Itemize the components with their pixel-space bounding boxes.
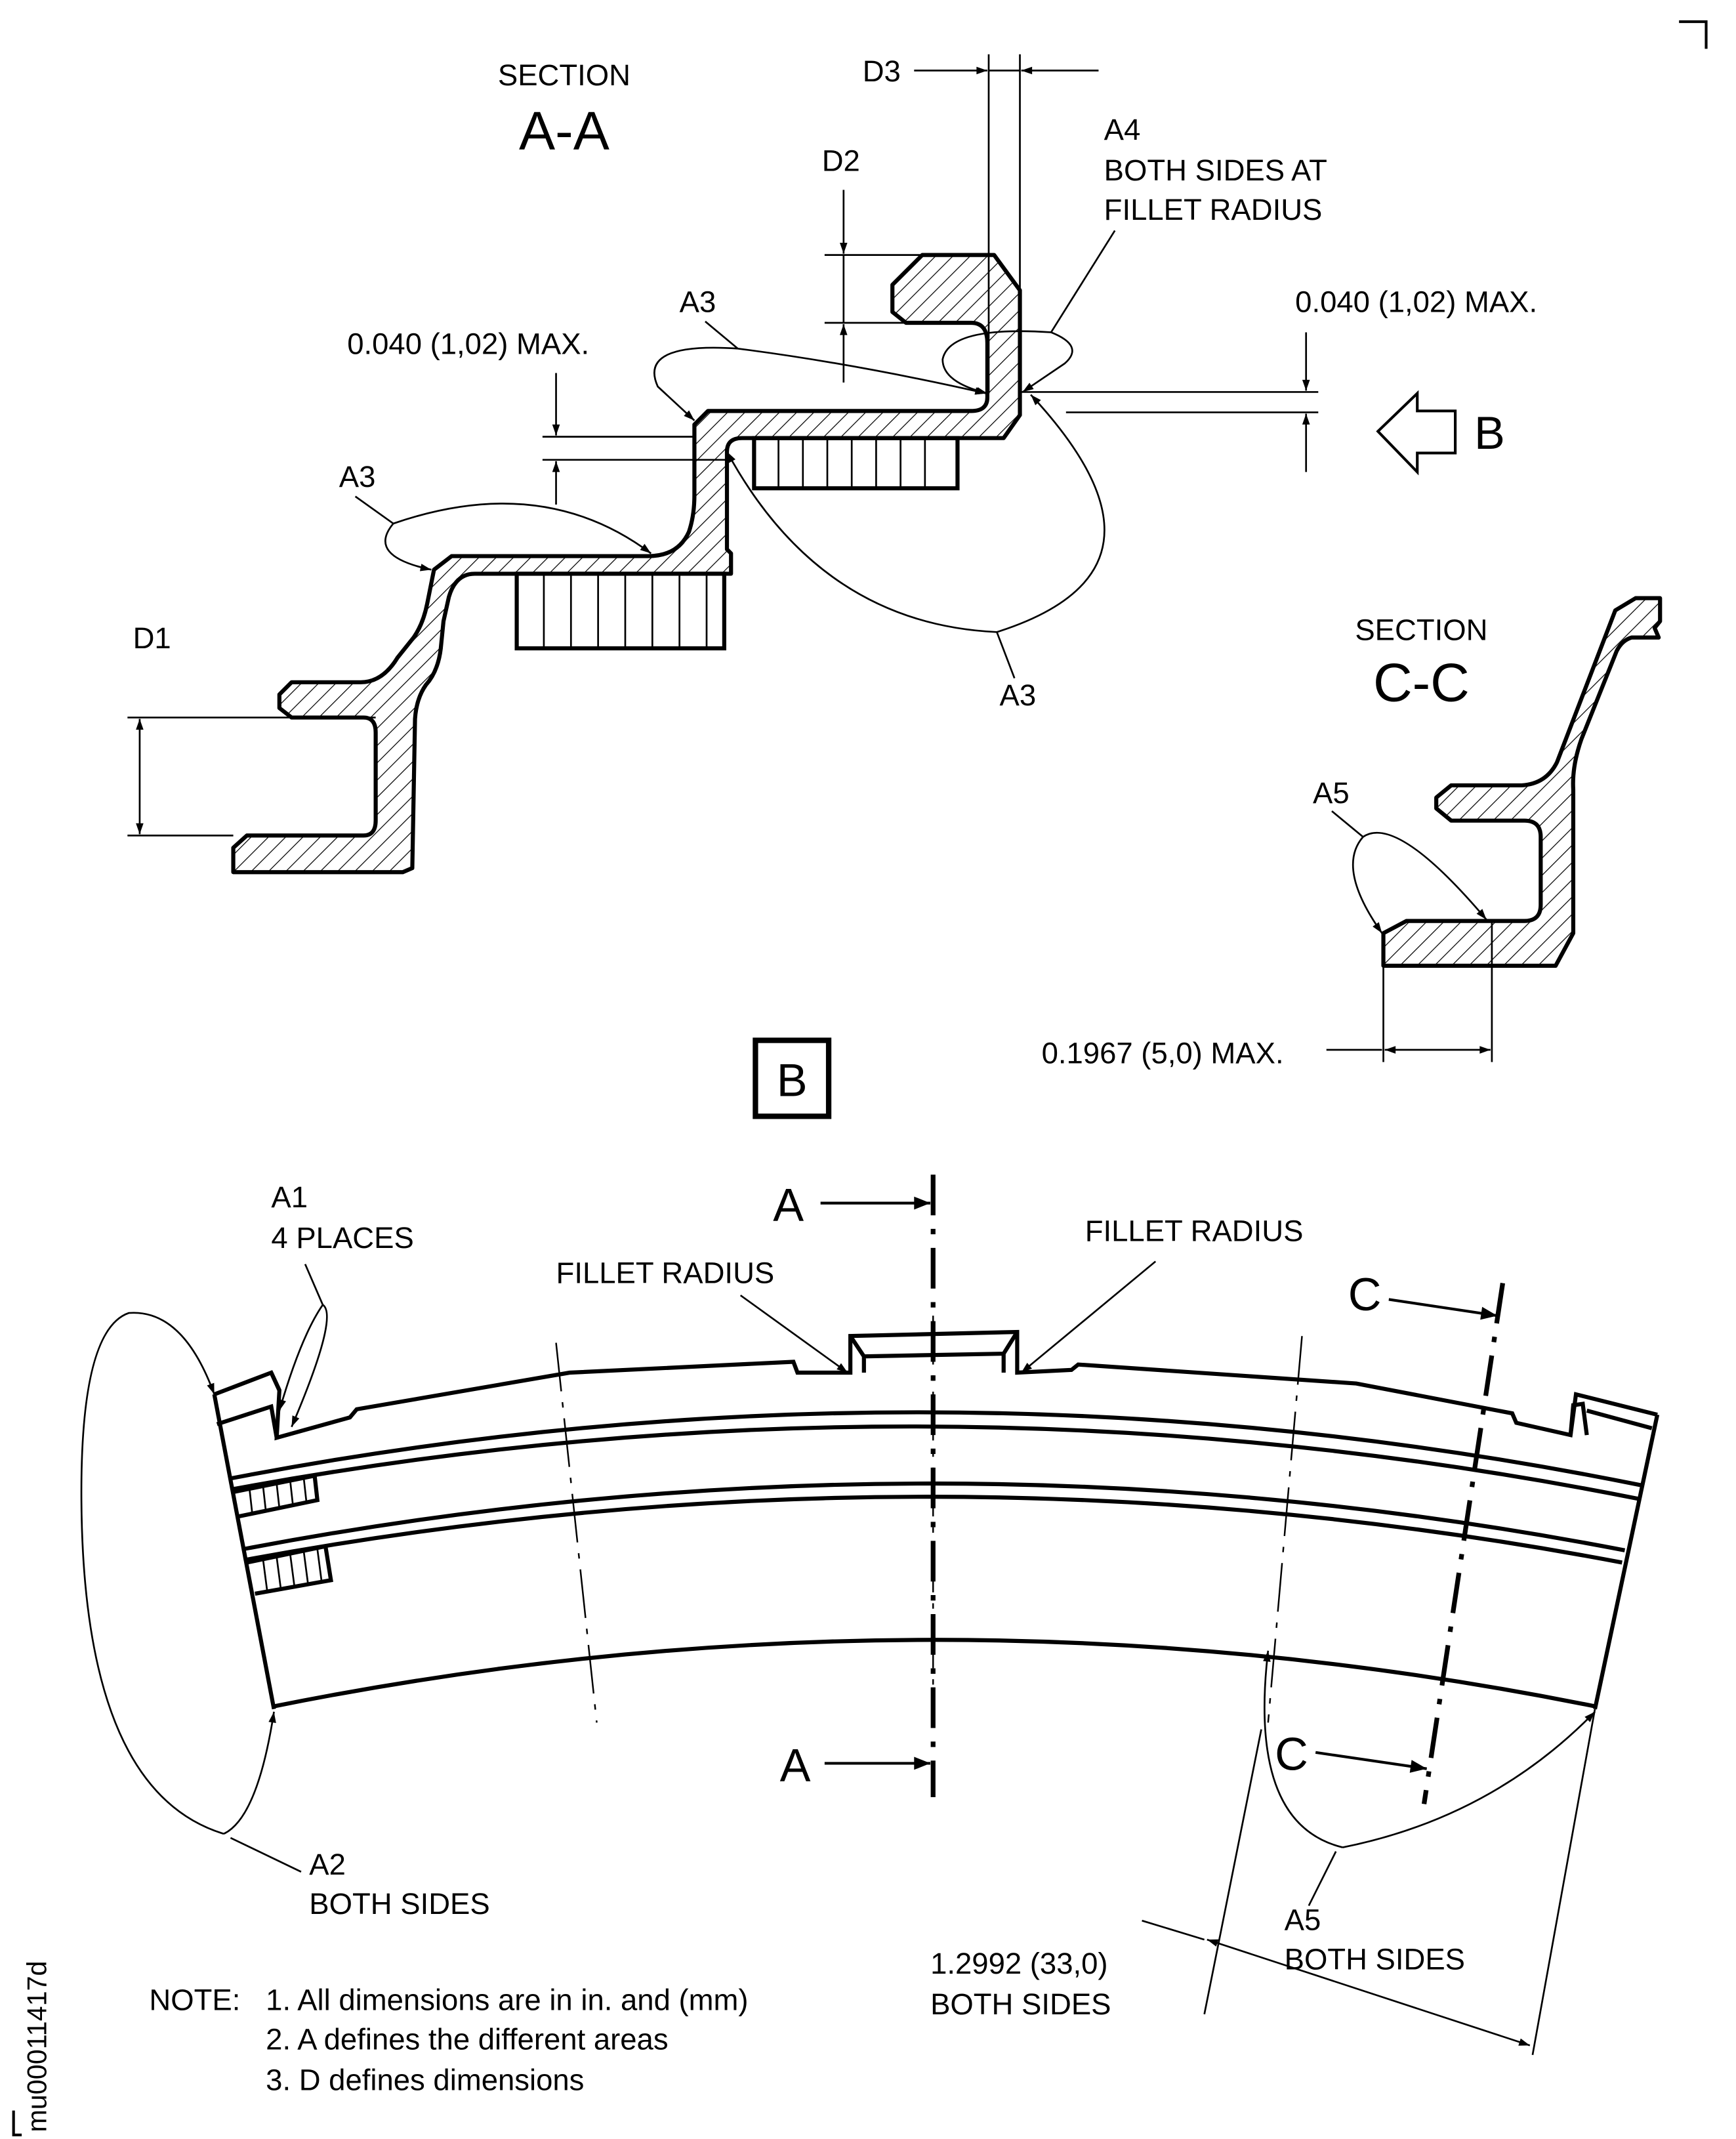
d2-label: D2 (822, 144, 860, 177)
drawing-id-label: mu00011417d (22, 1961, 52, 2132)
a5-cc-label: A5 (1313, 776, 1350, 810)
width-label-line2: BOTH SIDES (930, 1987, 1111, 2021)
profile-aa (231, 253, 1022, 875)
rail-1a (230, 1410, 1642, 1487)
max-dim-left-ext (542, 436, 728, 461)
a5-label-line2: BOTH SIDES (1285, 1943, 1465, 1976)
a5-leader (1308, 1851, 1337, 1907)
a5-loop-right (1342, 1711, 1596, 1848)
width-label-line1: 1.2992 (33,0) (930, 1947, 1107, 1980)
section-aa-view: SECTION A-A D1 D2 D3 0.040 (1,0 (127, 54, 1537, 875)
max-dim-right-ext (1021, 391, 1319, 413)
view-b-arrow-label: B (1474, 407, 1505, 459)
a5-label-line1: A5 (1285, 1903, 1321, 1937)
section-aa-name: A-A (519, 100, 610, 161)
a5-cc-loop (1352, 836, 1383, 934)
a2-loop-upper (80, 1312, 224, 1835)
notes-block: NOTE: 1. All dimensions are in in. and (… (149, 1983, 748, 2097)
a2-label-line1: A2 (309, 1848, 346, 1881)
d3-label: D3 (863, 54, 901, 88)
a3-left-label: A3 (339, 460, 376, 493)
view-b-arrow-icon (1376, 390, 1457, 476)
cut-a-bottom-label: A (780, 1739, 811, 1791)
max-cc-ext (1382, 921, 1493, 1062)
width-ext-right (1531, 1709, 1596, 2056)
note-item: 2. A defines the different areas (266, 2023, 668, 2056)
section-aa-title: SECTION (498, 58, 630, 92)
cut-line-c (1421, 1283, 1506, 1804)
a5-loop-left (1263, 1650, 1343, 1848)
a3-left-leader (354, 495, 394, 525)
a3-top-label: A3 (680, 285, 716, 318)
view-b: B A A C (80, 1037, 1660, 2056)
a2-loop-lower (223, 1711, 276, 1835)
a4-label-line2: BOTH SIDES AT (1104, 154, 1327, 187)
a1-loop (278, 1304, 324, 1411)
blade-stack-upper (232, 1473, 320, 1519)
d2-ext-lines (824, 254, 922, 324)
fillet-right-label: FILLET RADIUS (1085, 1215, 1304, 1248)
a3-bottom-loop (726, 451, 997, 633)
blade-row-lower (514, 571, 726, 651)
section-cc-name: C-C (1373, 652, 1470, 713)
section-cc-view: SECTION C-C A5 0.1967 (5,0) MAX. (1042, 596, 1663, 1070)
blade-stack-lower (246, 1543, 333, 1596)
a1-notch-left (216, 1371, 281, 1438)
max-cc-label: 0.1967 (5,0) MAX. (1042, 1037, 1284, 1070)
a3-top-loop (653, 346, 738, 421)
centerline-right (1267, 1336, 1303, 1723)
view-b-box-label: B (777, 1054, 808, 1106)
corner-mark (1679, 20, 1708, 49)
a3-left-loop (384, 523, 432, 571)
note-item: 3. D defines dimensions (266, 2064, 584, 2097)
a2-label-line2: BOTH SIDES (309, 1887, 489, 1921)
a3-top-leader (705, 320, 739, 350)
max-dim-left-label: 0.040 (1,02) MAX. (347, 327, 589, 361)
width-dim-line (1207, 1938, 1531, 2046)
segment-right-edge (1592, 1414, 1660, 1710)
max-dim-right-label: 0.040 (1,02) MAX. (1295, 285, 1537, 318)
a3-bottom-leader (996, 631, 1016, 679)
a5-cc-leader (1331, 810, 1364, 838)
width-ext-left (1203, 1729, 1262, 2015)
a4-label-line1: A4 (1104, 113, 1141, 146)
blade-row-upper (752, 436, 960, 491)
a1-leader (304, 1264, 324, 1306)
a1-label-line1: A1 (271, 1180, 308, 1214)
segment-outer-top (213, 1329, 1658, 1441)
cut-c-bottom-arrow (1315, 1751, 1427, 1773)
a2-leader (230, 1837, 302, 1873)
fillet-left-label: FILLET RADIUS (556, 1256, 775, 1290)
note-item: 1. All dimensions are in in. and (mm) (266, 1983, 748, 2017)
width-leader (1142, 1919, 1205, 1941)
cut-c-top-label: C (1348, 1268, 1382, 1320)
a1-label-line2: 4 PLACES (271, 1221, 413, 1255)
cut-c-top-arrow (1388, 1298, 1498, 1320)
view-b-box (753, 1037, 832, 1119)
a1-notch-right (1568, 1402, 1653, 1436)
segment-left-edge (212, 1394, 276, 1710)
profile-cc (1381, 596, 1663, 968)
cut-a-top-label: A (773, 1178, 804, 1230)
centerline-left (555, 1342, 598, 1723)
section-cc-title: SECTION (1355, 613, 1487, 647)
d1-ext-lines (127, 716, 376, 837)
drawing-id: mu00011417d (12, 1961, 52, 2136)
fillet-right-leader (1020, 1260, 1157, 1374)
a4-label-line3: FILLET RADIUS (1104, 193, 1323, 226)
fillet-left-leader (739, 1295, 848, 1374)
cut-c-bottom-label: C (1275, 1728, 1308, 1780)
a3-bottom-label: A3 (1000, 678, 1037, 712)
d1-label: D1 (133, 621, 171, 655)
notes-prefix: NOTE: (149, 1983, 240, 2017)
a4-loop (941, 330, 1052, 395)
a4-leader (1050, 230, 1116, 333)
